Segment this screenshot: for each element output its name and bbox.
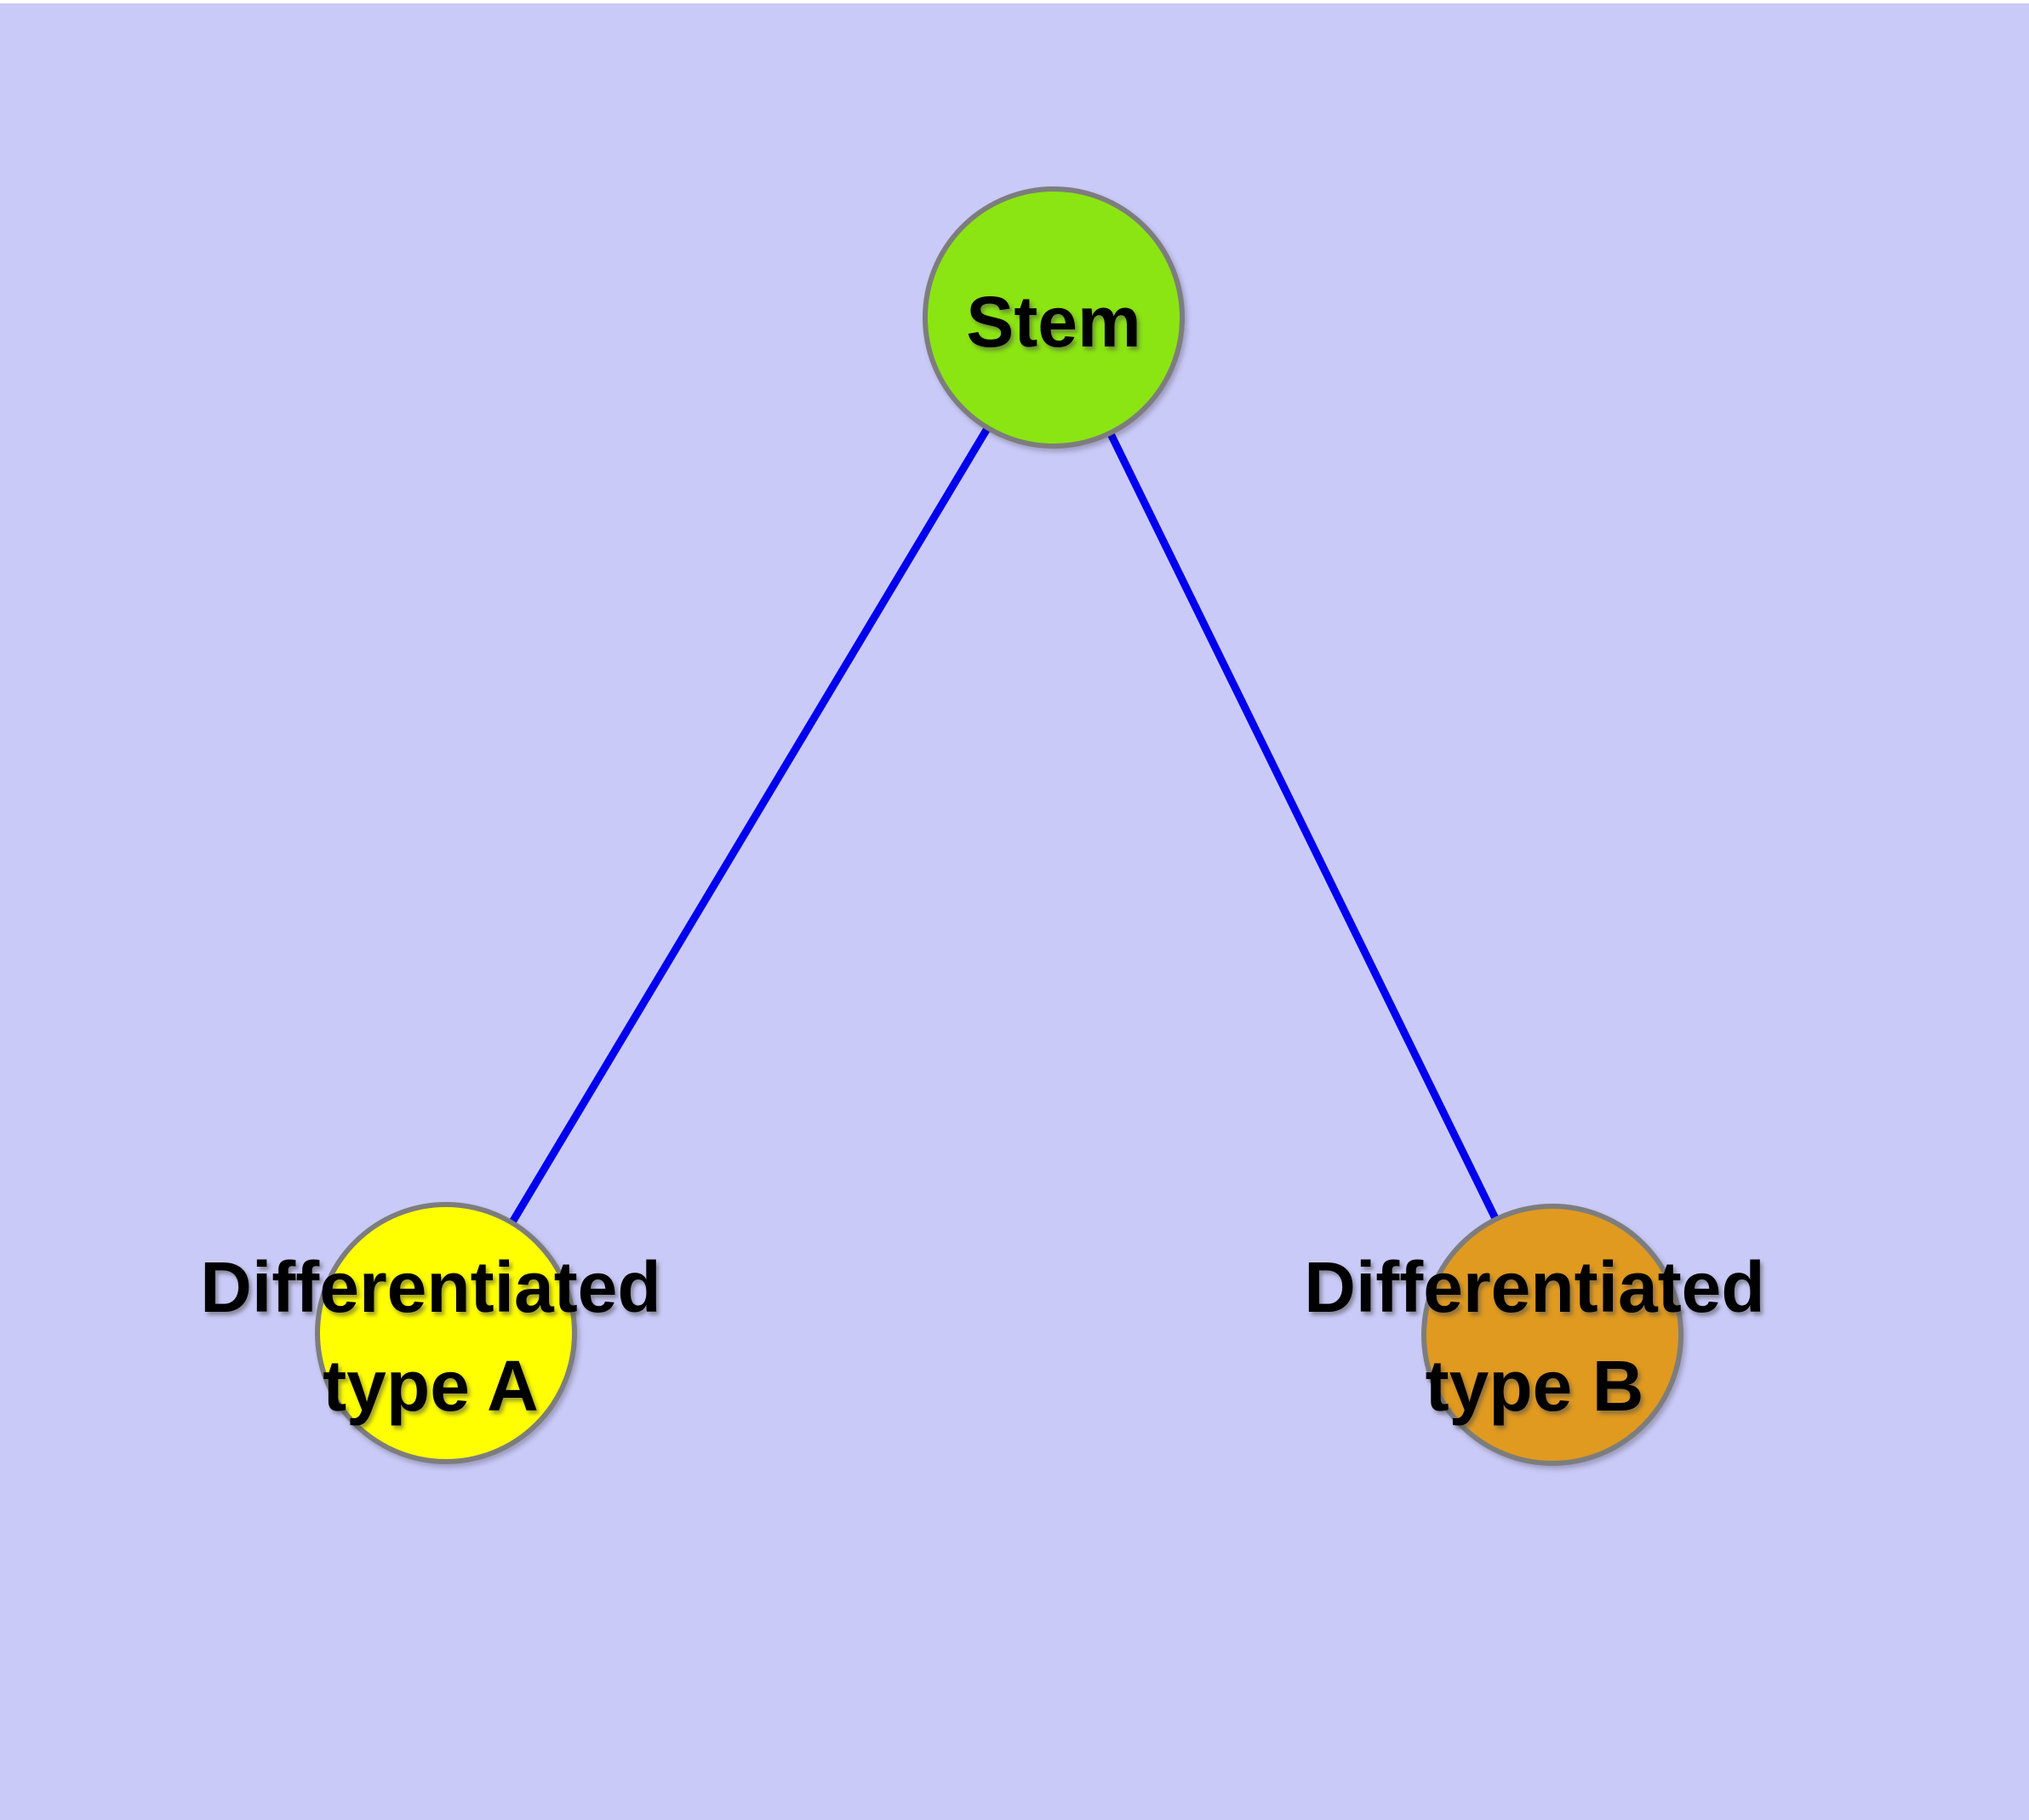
top-margin-strip (0, 0, 2029, 3)
node-type-b-label-line1: Differentiated (1304, 1247, 1765, 1327)
edge-stem-to-type-b (1049, 316, 1557, 1336)
node-type-a-label: Differentiated type A (200, 1238, 660, 1435)
node-stem-label: Stem (966, 272, 1140, 371)
node-type-b-label: Differentiated type B (1304, 1238, 1764, 1435)
edge-stem-to-type-a (443, 315, 1057, 1336)
node-type-b-circle (1421, 1204, 1683, 1466)
node-stem-circle (923, 186, 1185, 449)
node-type-b-label-line2: type B (1425, 1346, 1644, 1426)
node-type-a-label-line2: type A (323, 1346, 539, 1426)
node-stem-label-text: Stem (966, 282, 1141, 362)
node-type-a-label-line1: Differentiated (200, 1247, 661, 1327)
node-type-a-circle (315, 1202, 577, 1464)
